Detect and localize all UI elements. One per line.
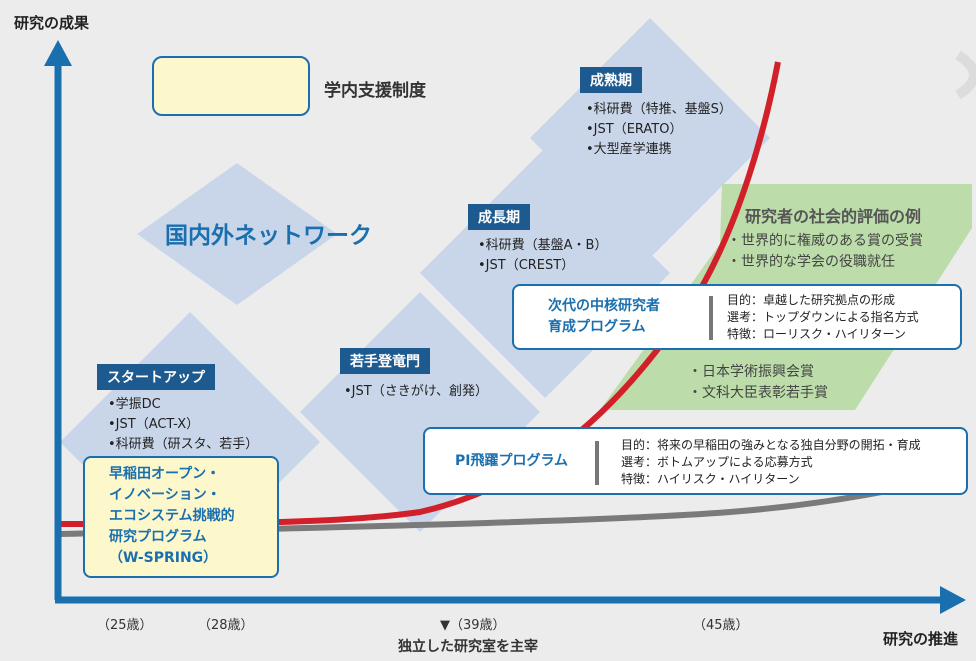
y-axis-label: 研究の成果 <box>14 14 90 32</box>
stage-mature-list: •科研費（特推、基盤S） •JST（ERATO） •大型産学連携 <box>586 100 732 160</box>
legend-label: 学内支援制度 <box>324 81 426 101</box>
list-item: •科研費（特推、基盤S） <box>586 102 732 117</box>
program-pi-box: PI飛躍プログラム 目的：将来の早稲田の強みとなる独自分野の開拓・育成 選考：ボ… <box>423 427 968 495</box>
list-item: •JST（ACT-X） <box>108 417 200 432</box>
wspring-line-1: 早稲田オープン・ <box>109 466 221 482</box>
legend-swatch <box>152 56 310 116</box>
stage-mature-title: 成熟期 <box>580 67 642 93</box>
program-pi-title: PI飛躍プログラム <box>455 453 569 469</box>
program-core-title-1: 次代の中核研究者 <box>548 298 660 314</box>
list-item: ・世界的に権威のある賞の受賞 <box>727 233 923 249</box>
milestone-label: 独立した研究室を主宰 <box>398 639 538 655</box>
recognition-list-bottom: ・日本学術振興会賞 ・文科大臣表彰若手賞 <box>688 362 828 404</box>
program-core-feature: 特徴：ローリスク・ハイリターン <box>727 327 906 341</box>
network-label: 国内外ネットワーク <box>165 223 372 249</box>
separator <box>595 441 599 485</box>
program-pi-feature: 特徴：ハイリスク・ハイリターン <box>621 472 800 486</box>
list-item: •JST（CREST） <box>478 258 575 273</box>
separator <box>709 296 713 340</box>
age-39: ▼（39歳） <box>440 618 506 633</box>
list-item: •JST（ERATO） <box>586 122 683 137</box>
stage-startup-title: スタートアップ <box>97 364 215 390</box>
stage-growth-list: •科研費（基盤A・B） •JST（CREST） <box>478 236 607 276</box>
wspring-line-4: 研究プログラム <box>109 529 207 545</box>
list-item: ・世界的な学会の役職就任 <box>727 254 895 270</box>
recognition-title: 研究者の社会的評価の例 <box>745 207 922 226</box>
stage-young-list: •JST（さきがけ、創発） <box>344 382 488 402</box>
age-28: （28歳） <box>198 618 254 633</box>
program-pi-purpose: 目的：将来の早稲田の強みとなる独自分野の開拓・育成 <box>621 438 921 452</box>
stage-young-title: 若手登竜門 <box>340 348 430 374</box>
wspring-line-5: （W-SPRING） <box>109 550 218 566</box>
x-axis-label: 研究の推進 <box>883 630 959 648</box>
list-item: •大型産学連携 <box>586 142 672 157</box>
y-axis-arrow <box>44 40 72 66</box>
program-core-box: 次代の中核研究者 育成プログラム 目的：卓越した研究拠点の形成 選考：トップダウ… <box>512 284 962 350</box>
diamond-network <box>137 163 337 305</box>
list-item: •科研費（研スタ、若手） <box>108 437 259 452</box>
wspring-line-3: エコシステム挑戦的 <box>109 508 235 524</box>
x-axis-arrow <box>940 586 966 614</box>
list-item: ・文科大臣表彰若手賞 <box>688 385 828 401</box>
list-item: •JST（さきがけ、創発） <box>344 384 489 399</box>
age-45: （45歳） <box>693 618 749 633</box>
recognition-list-top: ・世界的に権威のある賞の受賞 ・世界的な学会の役職就任 <box>727 231 923 273</box>
program-core-purpose: 目的：卓越した研究拠点の形成 <box>727 293 896 307</box>
list-item: •学振DC <box>108 397 161 412</box>
program-core-title-2: 育成プログラム <box>548 319 646 335</box>
stage-growth-title: 成長期 <box>468 204 530 230</box>
stage-startup-list: •学振DC •JST（ACT-X） •科研費（研スタ、若手） <box>108 395 258 455</box>
program-core-selection: 選考：トップダウンによる指名方式 <box>727 310 919 324</box>
wspring-line-2: イノベーション・ <box>109 487 221 503</box>
wspring-box: 早稲田オープン・ イノベーション・ エコシステム挑戦的 研究プログラム （W-S… <box>83 456 279 578</box>
age-25: （25歳） <box>97 618 153 633</box>
decor-arc <box>955 50 976 100</box>
list-item: ・日本学術振興会賞 <box>688 364 814 380</box>
program-pi-selection: 選考：ボトムアップによる応募方式 <box>621 455 813 469</box>
list-item: •科研費（基盤A・B） <box>478 238 608 253</box>
